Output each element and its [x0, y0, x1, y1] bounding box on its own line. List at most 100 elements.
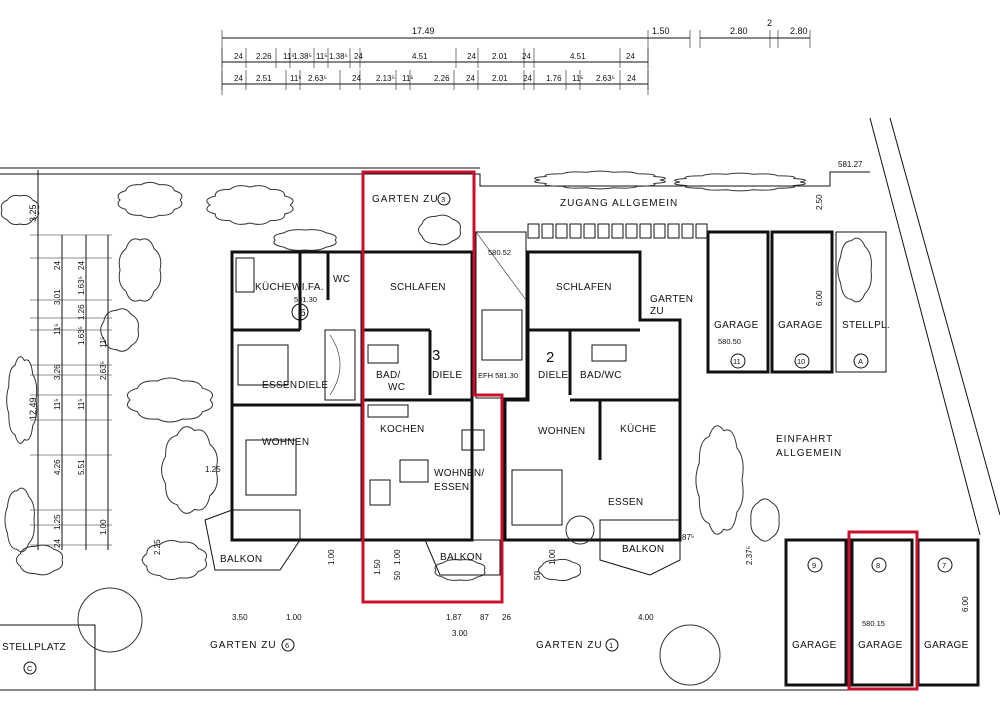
stellpl-label: STELLPL. [842, 320, 890, 331]
label-stellplatz-left: STELLPLATZ [2, 642, 66, 653]
dim-row1-9: 2.01 [492, 52, 508, 61]
dim-row2-12: 11⁵ [572, 74, 584, 83]
dim-row2-14: 24 [627, 74, 636, 83]
level-garage-8: 580.15 [862, 619, 885, 628]
dim-left1-5: 4.26 [53, 459, 62, 475]
garage-number-9: 9 [812, 561, 816, 570]
unit-number-2: 2 [546, 349, 555, 366]
room-unit6-wohnen: WOHNEN [262, 437, 309, 448]
garage-number-8: 8 [876, 561, 880, 570]
dim-row1-3: 1.38⁵ [293, 52, 312, 61]
dim-left2-6: 11⁵ [77, 398, 86, 410]
dim-misc-9: 87 [480, 613, 489, 622]
dim-left1-4: 11⁵ [53, 398, 62, 410]
trees [77, 515, 721, 686]
dim-misc-0: 1.25 [205, 465, 221, 474]
room-unit3-essen: ESSEN [434, 482, 469, 493]
dim-row2-7: 2.26 [434, 74, 450, 83]
dim-misc-6: 50 [393, 571, 402, 580]
room-unit3-kochen: KOCHEN [380, 424, 425, 435]
dim-row1-2: 11⁵ [283, 52, 295, 61]
garage-number-7: 7 [942, 561, 946, 570]
left-dimension-chains: 3.25 12.49 24 3.01 11⁵ 3.26 11⁵ 4.26 1.2… [28, 170, 112, 550]
garage-number-10: 10 [797, 357, 805, 366]
dim-row2-8: 24 [466, 74, 475, 83]
dim-left2-4: 11⁵ [99, 336, 108, 348]
dim-left2-3: 1.63⁵ [77, 326, 86, 345]
dim-left1-3: 3.26 [53, 364, 62, 380]
dim-row2-10: 24 [523, 74, 532, 83]
dim-misc-5: 1.50 [373, 559, 382, 575]
room-unit3-balkon: BALKON [440, 552, 482, 563]
dim-row1-6: 24 [354, 52, 363, 61]
room-unit3-diele: DIELE [432, 370, 462, 381]
dim-misc-13: 1.00 [548, 549, 557, 565]
garage-11-label: GARAGE [714, 320, 759, 331]
dim-row2-3: 2.63⁵ [308, 74, 327, 83]
room-unit6-wifa: WI.FA. [292, 282, 324, 293]
dim-misc-3: 3.50 [232, 613, 248, 622]
garage-8-label: GARAGE [858, 640, 903, 651]
room-unit6-essen: ESSEN [262, 380, 297, 391]
access-path: ZUGANG ALLGEMEIN [527, 198, 708, 239]
garage-10-label: GARAGE [778, 320, 823, 331]
dim-misc-4: 1.00 [286, 613, 302, 622]
garage-number-11: 11 [733, 357, 741, 366]
garten-3-number: 3 [441, 195, 445, 204]
label-garten-zu-1: GARTEN ZU [536, 640, 603, 651]
dim-row2-1: 2.51 [256, 74, 272, 83]
site-boundary: 581.27 2.50 [0, 117, 1000, 691]
dim-left2-0: 24 [77, 261, 86, 270]
dim-top-right-0: 1.50 [652, 26, 670, 36]
dim-left1-7: 24 [53, 539, 62, 548]
level-efh: EFH 581.30 [478, 371, 518, 380]
dim-top-right-1: 2.80 [730, 26, 748, 36]
dim-row2-4: 24 [352, 74, 361, 83]
dim-garage-top: 6.00 [815, 290, 824, 306]
room-unit2-badwc: BAD/WC [580, 370, 622, 381]
room-unit6-wc: WC [333, 274, 350, 285]
stellplatz-letter-c: C [27, 664, 33, 673]
dim-left2-1: 1.63⁵ [77, 276, 86, 295]
garages-bottom: GARAGE GARAGE GARAGE 580.15 6.00 9 8 7 [784, 538, 980, 687]
room-unit2-diele: DIELE [538, 370, 568, 381]
dim-row1-4: 11⁵ [316, 52, 328, 61]
dim-row1-5: 1.38⁵ [329, 52, 348, 61]
highlight-garage-8 [847, 530, 919, 691]
garage-7-label: GARAGE [924, 640, 969, 651]
dim-row1-0: 24 [234, 52, 243, 61]
dim-row2-5: 2.13⁵ [376, 74, 395, 83]
room-unit3-bad: BAD/ [376, 370, 401, 381]
dim-row2-0: 24 [234, 74, 243, 83]
dim-row1-7: 4.51 [412, 52, 428, 61]
dim-row2-13: 2.63⁵ [596, 74, 615, 83]
level-stair: 580.52 [488, 248, 511, 257]
dim-misc-10: 26 [502, 613, 511, 622]
dim-misc-12: 50 [533, 571, 542, 580]
dim-row1-1: 2.26 [256, 52, 272, 61]
dim-row2-2: 11⁵ [290, 74, 302, 83]
room-unit2-essen: ESSEN [608, 497, 643, 508]
highlight-frames [361, 170, 919, 691]
label-einfahrt: EINFAHRT [776, 434, 833, 445]
garden-shrubs [0, 170, 872, 582]
garage-9-label: GARAGE [792, 640, 837, 651]
label-garten-zu-6: GARTEN ZU [210, 640, 277, 651]
room-unit6-diele: DIELE [298, 380, 328, 391]
unit-2: SCHLAFEN DIELE BAD/WC WOHNEN KÜCHE ESSEN… [503, 250, 693, 576]
dim-left-outer-1: 12.49 [28, 397, 38, 420]
unit-6: KÜCHE WI.FA. WC 581.30 ESSEN DIELE WOHNE… [204, 250, 364, 571]
dim-row1-11: 4.51 [570, 52, 586, 61]
level-581-27: 581.27 [838, 160, 863, 169]
label-garten-zu-2b: ZU [650, 306, 664, 317]
dim-row2-6: 11⁵ [402, 74, 414, 83]
room-unit6-kueche: KÜCHE [255, 281, 292, 293]
dim-row2-9: 2.01 [492, 74, 508, 83]
level-garage-11: 580.50 [718, 337, 741, 346]
room-unit6-balkon: BALKON [220, 554, 262, 565]
room-unit3-wc: WC [388, 382, 405, 393]
room-unit2-wohnen: WOHNEN [538, 426, 585, 437]
unit-number-6: 6 [300, 308, 306, 319]
dim-left1-0: 24 [53, 261, 62, 270]
